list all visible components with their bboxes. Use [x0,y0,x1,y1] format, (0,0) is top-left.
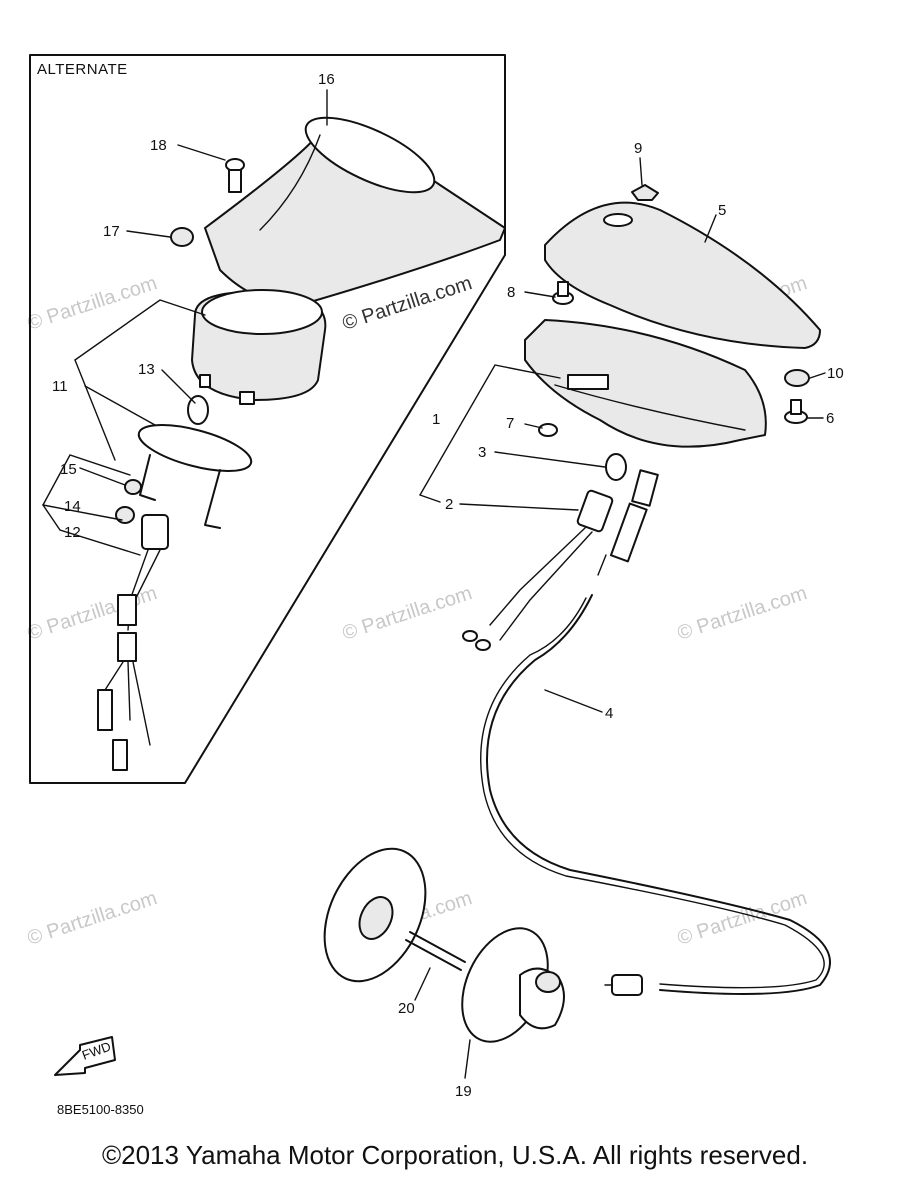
part-gear-19 [461,927,565,1043]
part-cover-5 [544,201,821,349]
callout-16: 16 [318,71,335,88]
callout-5: 5 [718,202,726,219]
part-nut-9 [631,184,659,201]
part-holder-11 [137,424,253,529]
part-screw-7 [538,423,558,437]
watermark: © Partzilla.com [675,582,810,645]
copyright-notice: ©2013 Yamaha Motor Corporation, U.S.A. A… [101,1140,809,1170]
callout-7: 7 [506,415,514,432]
fwd-arrow: FWD [54,1036,116,1076]
callout-9: 9 [634,140,642,157]
part-screw-8 [552,281,574,305]
right-bracket [419,364,561,503]
part-socket-2 [462,489,614,651]
callout-15: 15 [60,461,77,478]
left-bracket [42,299,206,556]
callout-4: 4 [605,705,613,722]
callout-17: 17 [103,223,120,240]
callout-14: 14 [64,498,81,515]
callout-10: 10 [827,365,844,382]
callout-1: 1 [432,411,440,428]
callout-12: 12 [64,524,81,541]
callout-3: 3 [478,444,486,461]
callout-19: 19 [455,1083,472,1100]
callout-13: 13 [138,361,155,378]
part-bulb-13 [187,395,209,425]
callout-20: 20 [398,1000,415,1017]
part-cable-4 [480,594,831,996]
callout-18: 18 [150,137,167,154]
callout-6: 6 [826,410,834,427]
part-disc [323,847,427,983]
part-screw-18 [225,158,245,193]
watermark: © Partzilla.com [25,272,160,335]
alternate-box: ALTERNATE [29,54,506,784]
part-meter-body-alt [191,289,327,405]
alternate-label: ALTERNATE [37,61,128,78]
part-bulb-3 [605,453,627,481]
watermark: © Partzilla.com [25,887,160,950]
diagram-code: 8BE5100-8350 [57,1102,144,1117]
part-socket-harness-12 [97,514,169,771]
part-meter-assy-1 [524,319,767,448]
part-cable-connector-top [597,469,659,576]
callout-11: 11 [52,378,68,395]
part-shaft-20 [405,931,466,971]
callout-2: 2 [445,496,453,513]
part-visor-cone [204,116,506,306]
part-grommet-10 [784,369,810,387]
watermark: © Partzilla.com [340,582,475,645]
part-grommet-17 [170,227,194,247]
leader-lines [79,89,826,1079]
callout-8: 8 [507,284,515,301]
callouts: 1 2 3 4 5 6 7 8 9 10 11 12 13 14 15 16 1… [52,71,844,1100]
part-screw-6 [784,399,808,424]
part-caps-14-15 [115,479,142,524]
